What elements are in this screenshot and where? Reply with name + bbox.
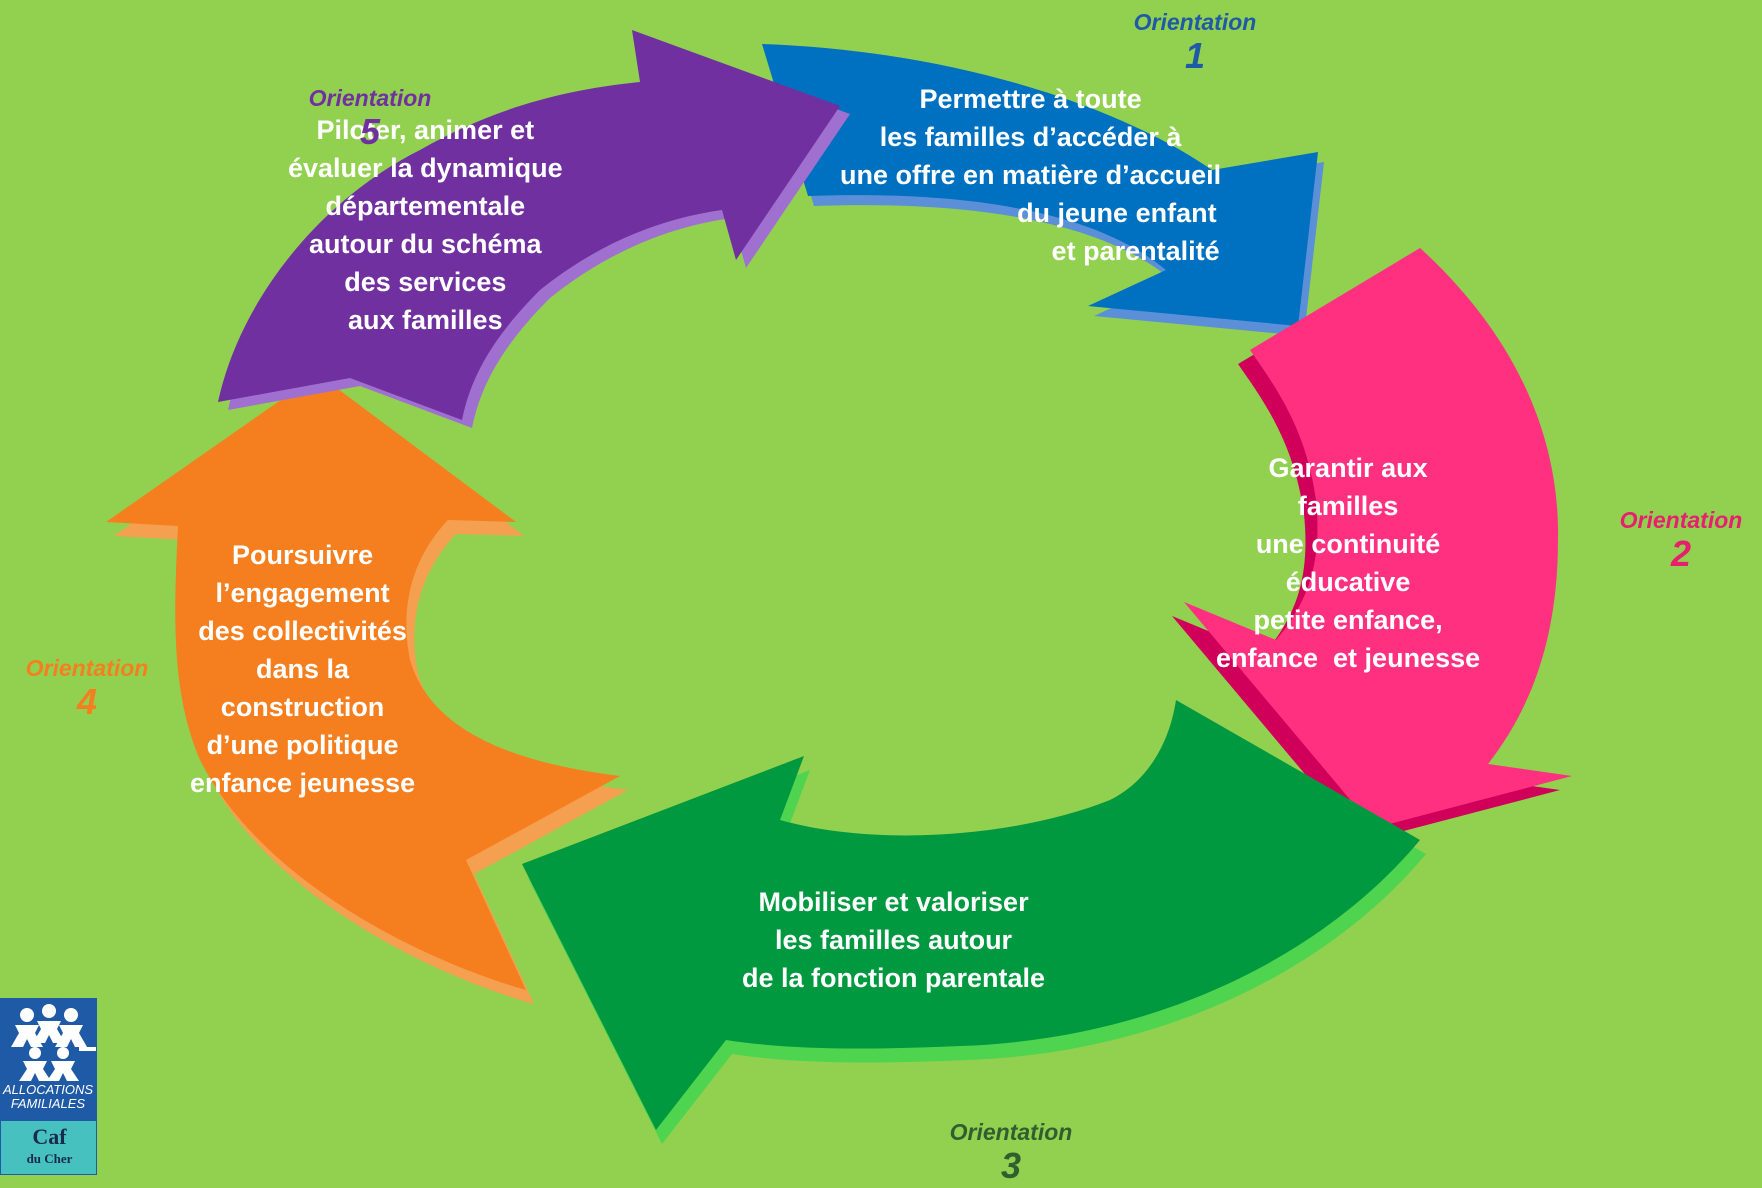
orientation-1-caption: Orientation 1	[1110, 8, 1280, 76]
arrow-orientation-3	[522, 700, 1426, 1144]
logo-subtitle: du Cher	[26, 1151, 73, 1166]
logo-blue-panel	[1, 999, 96, 1121]
logo-teal-panel	[1, 1121, 96, 1174]
orientation-2-caption: Orientation 2	[1596, 506, 1762, 574]
arrow-orientation-4	[106, 374, 628, 1004]
arrow-orientation-2	[1172, 248, 1572, 842]
orientation-4-text: Poursuivre l’engagement des collectivité…	[190, 540, 416, 798]
orientation-4-number: 4	[76, 681, 98, 722]
arrow-orientation-3-body	[522, 700, 1420, 1130]
orientation-3-word: Orientation	[949, 1119, 1073, 1145]
orientation-1-number: 1	[1184, 35, 1206, 76]
orientation-2-word: Orientation	[1619, 507, 1743, 533]
orientation-3-caption: Orientation 3	[926, 1118, 1096, 1186]
orientation-2-text: Garantir aux familles une continuité édu…	[1216, 453, 1481, 673]
orientation-1-text: Permettre à toute les familles d’accéder…	[840, 84, 1222, 266]
logo-org-text: ALLOCATIONS FAMILIALES	[2, 1082, 94, 1111]
orientation-1-word: Orientation	[1133, 9, 1257, 35]
orientation-3-number: 3	[1000, 1145, 1022, 1186]
orientation-2-number: 2	[1670, 533, 1692, 574]
orientation-3-text: Mobiliser et valoriser les familles auto…	[742, 887, 1046, 993]
orientation-5-text: Piloter, animer et évaluer la dynamique …	[288, 115, 563, 335]
arrow-orientation-5-body	[218, 30, 840, 420]
arrow-orientation-2-body	[1184, 248, 1572, 828]
arrow-orientation-5	[218, 30, 850, 428]
arrow-orientation-1	[762, 44, 1324, 336]
logo-brand: Caf	[32, 1124, 67, 1149]
orientation-5-word: Orientation	[308, 85, 432, 111]
caf-logo: ALLOCATIONS FAMILIALES Caf du Cher	[0, 998, 97, 1175]
orientation-5-caption: Orientation 5	[285, 84, 455, 152]
arrow-orientation-4-body	[106, 374, 620, 990]
orientation-4-caption: Orientation 4	[2, 654, 172, 722]
families-icon	[11, 1004, 96, 1081]
orientation-4-word: Orientation	[25, 655, 149, 681]
orientation-5-number: 5	[359, 111, 381, 152]
arrow-orientation-1-body	[762, 44, 1318, 326]
